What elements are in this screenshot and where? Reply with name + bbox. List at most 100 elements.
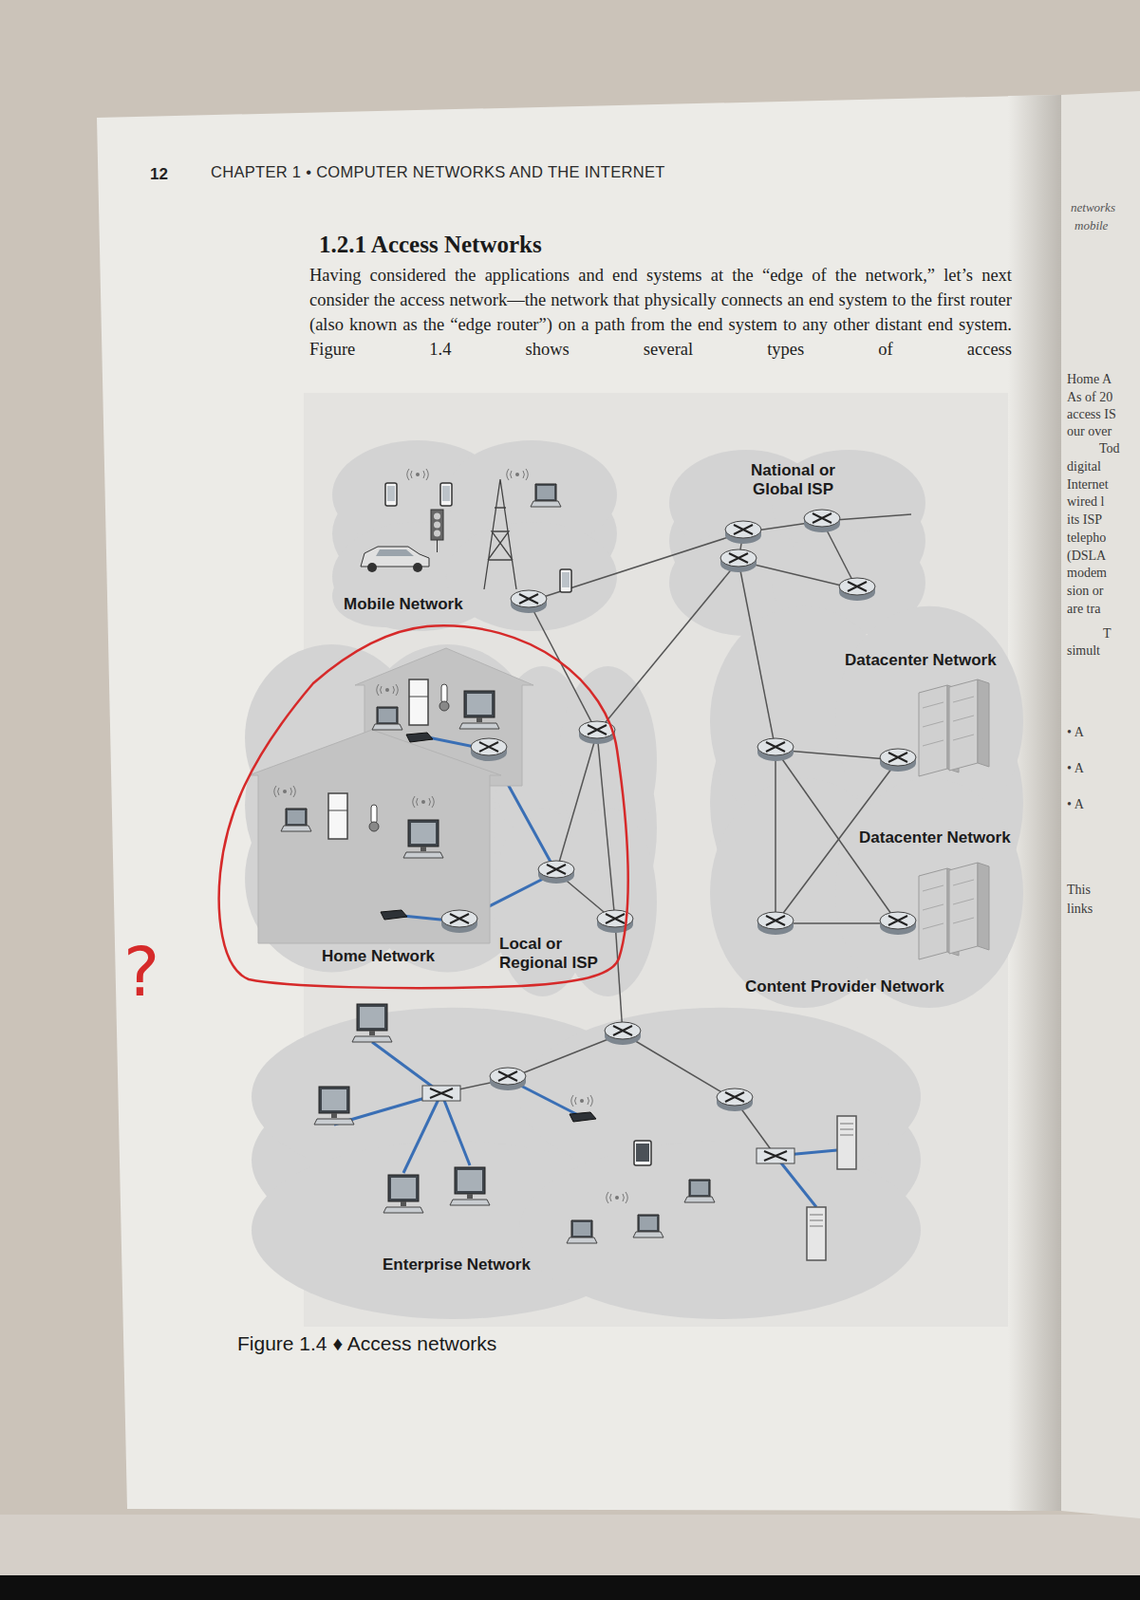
- router-icon: [489, 1067, 526, 1091]
- cloud-lobe: [446, 522, 617, 632]
- page-fragment: As of 20: [1066, 390, 1113, 405]
- switch-icon: [422, 1085, 461, 1102]
- network-link: [528, 532, 744, 602]
- wireless-icon: [412, 796, 434, 808]
- page-number: 12: [149, 165, 169, 185]
- figure-caption: Figure 1.4 ♦ Access networks: [237, 1332, 497, 1356]
- label-holder: mobile: [1074, 219, 1108, 233]
- house-shapes: [248, 648, 534, 944]
- link-line: [774, 749, 777, 924]
- label-holder: our over: [1066, 424, 1112, 439]
- wireless-icon: [506, 468, 528, 481]
- page-fragment: access IS: [1066, 407, 1117, 422]
- label-holder: sion or: [1066, 583, 1104, 599]
- traffic-lamp: [433, 513, 441, 521]
- red-ink-loop: [219, 625, 629, 989]
- page-fragment: links: [1066, 901, 1093, 916]
- server-icon: [806, 1207, 826, 1261]
- page-fragment: are tra: [1066, 601, 1101, 617]
- cloud-lobe: [519, 1140, 921, 1320]
- wireless-icon: [376, 684, 398, 696]
- access-link: [403, 1093, 442, 1174]
- network-label: Local or Regional ISP: [499, 934, 618, 974]
- label-holder: links: [1066, 901, 1093, 916]
- link-line: [556, 732, 598, 873]
- server-rack: [949, 679, 990, 771]
- switch-icon: [756, 1148, 795, 1164]
- body-paragraph: Having considered the applications and e…: [309, 262, 1012, 362]
- thermostat-icon: [369, 804, 379, 832]
- label-holder: ?: [123, 937, 160, 1007]
- label-holder: As of 20: [1066, 390, 1113, 405]
- region-label: Datacenter Network: [844, 651, 997, 671]
- traffic-pole: [436, 540, 438, 553]
- page-fragment: its ISP: [1066, 512, 1103, 527]
- routers: [441, 509, 916, 1112]
- phone-icon: [440, 483, 452, 506]
- page-fragment: simult: [1066, 643, 1101, 658]
- router-icon: [510, 590, 547, 614]
- wireless-icon: [571, 1095, 593, 1107]
- link-line: [775, 749, 898, 761]
- router-icon: [879, 912, 916, 935]
- page-fragment: modem: [1066, 565, 1107, 580]
- phone-icon: [560, 569, 572, 593]
- label-holder: simult: [1066, 643, 1101, 658]
- network-cloud: Mobile Network: [332, 436, 617, 632]
- tablet-icon: [634, 1140, 652, 1166]
- server-icon: [837, 1116, 857, 1170]
- router-icon: [604, 1022, 641, 1046]
- wireless-icon: [606, 1192, 628, 1204]
- cloud-outline: [251, 1001, 921, 1320]
- label-holder: • A: [1066, 761, 1084, 776]
- cell-tower: [484, 479, 517, 590]
- page-fragment: Tod: [1099, 441, 1121, 456]
- enterprise-devices: [314, 1004, 857, 1261]
- network-label: Home Network: [321, 947, 435, 967]
- network-link: [738, 560, 776, 750]
- label-holder: T: [1102, 626, 1112, 641]
- phone-icon: [385, 483, 397, 506]
- link-line: [597, 732, 616, 922]
- page-fragment: telepho: [1066, 530, 1106, 545]
- laptop-icon: [280, 808, 312, 832]
- page-fragment: Internet: [1066, 477, 1109, 492]
- router-icon: [803, 509, 841, 533]
- label-holder: networks: [1070, 201, 1116, 215]
- laptop-icon: [372, 707, 403, 730]
- label-holder: are tra: [1066, 601, 1101, 617]
- desktop-icon: [383, 1175, 424, 1214]
- page-fragment: our over: [1066, 424, 1112, 439]
- access-links: [334, 735, 838, 1208]
- router-icon: [441, 910, 478, 934]
- page-fragment: (DSLA: [1066, 548, 1106, 563]
- laptop-icon: [633, 1214, 664, 1238]
- laptop-icon: [684, 1179, 715, 1203]
- router-icon: [538, 860, 575, 884]
- home-devices: [274, 679, 500, 920]
- page-fragment: This: [1066, 882, 1091, 898]
- label-holder: telepho: [1066, 530, 1106, 545]
- datacenter-servers: [918, 679, 990, 960]
- floor: [0, 1514, 1140, 1576]
- page-fragment: networks: [1070, 201, 1116, 215]
- network-cloud: Enterprise Network: [251, 1001, 921, 1320]
- network-label: National or Global ISP: [728, 461, 858, 501]
- traffic-light: [430, 509, 444, 541]
- laptop-icon: [530, 484, 561, 507]
- router-icon: [716, 1088, 753, 1112]
- label-holder: 12: [149, 165, 169, 185]
- page-fragment: Home A: [1066, 372, 1112, 387]
- network-link: [615, 921, 623, 1034]
- network-label: Enterprise Network: [382, 1255, 531, 1275]
- black-bar: [0, 1575, 1140, 1600]
- page-fragment: • A: [1066, 761, 1084, 776]
- page-fragment: T: [1102, 626, 1112, 641]
- router-icon: [879, 748, 916, 772]
- access-link: [441, 1093, 470, 1166]
- network-label: Content Provider Network: [745, 977, 945, 997]
